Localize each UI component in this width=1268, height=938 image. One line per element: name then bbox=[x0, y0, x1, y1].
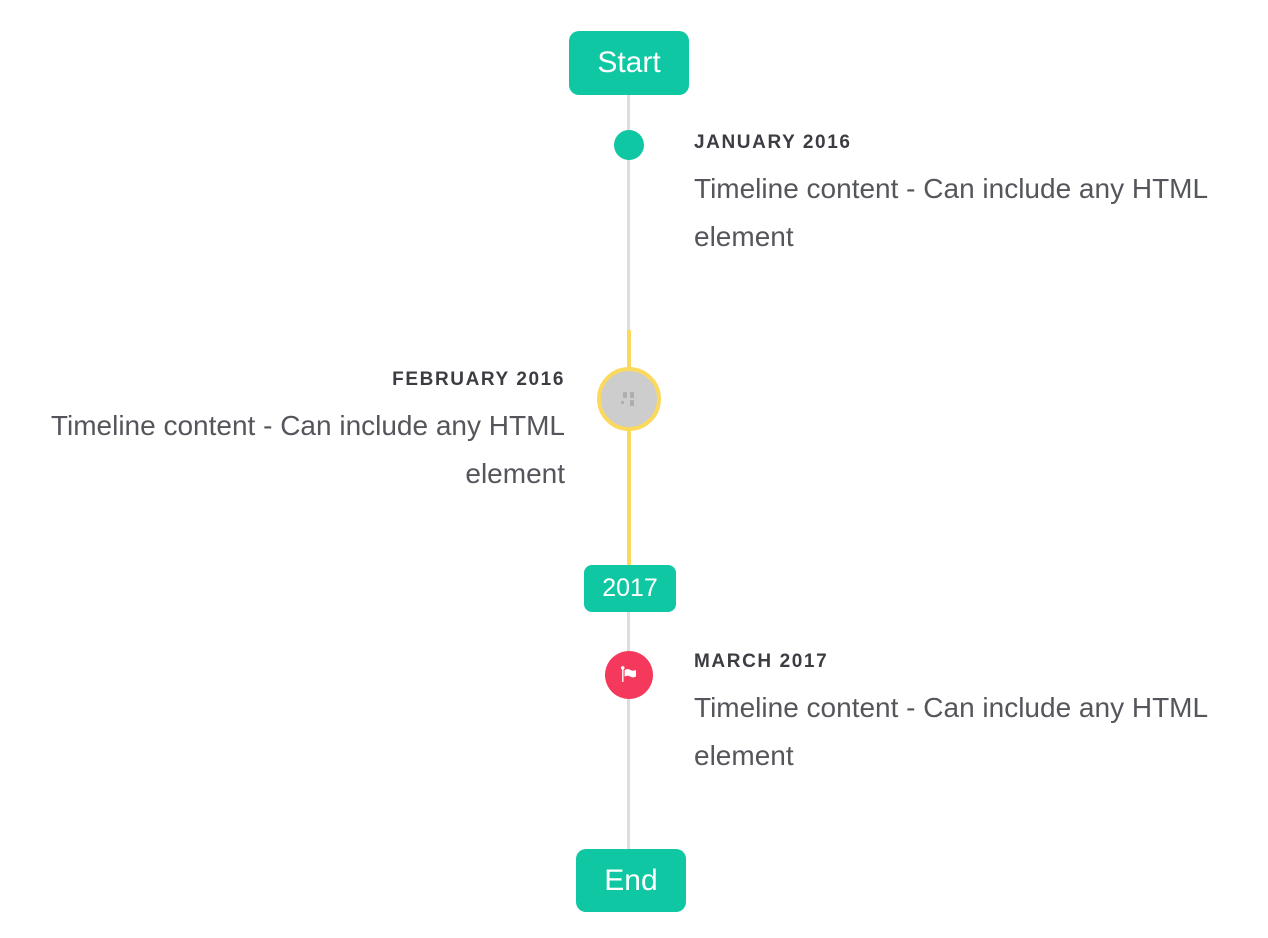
start-badge-label: Start bbox=[597, 46, 661, 79]
flag-icon bbox=[618, 664, 640, 686]
broken-image-icon bbox=[618, 390, 640, 408]
start-badge: Start bbox=[569, 31, 689, 95]
dot-marker bbox=[614, 130, 644, 160]
entry-content: Timeline content - Can include any HTML … bbox=[50, 410, 565, 489]
end-badge: End bbox=[576, 849, 686, 912]
year-divider-label: 2017 bbox=[602, 574, 658, 602]
flag-marker bbox=[605, 651, 653, 699]
timeline-highlight-segment bbox=[627, 330, 631, 565]
entry-date: JANUARY 2016 bbox=[694, 132, 852, 153]
timeline-entry-february-2016: FEBRUARY 2016 Timeline content - Can inc… bbox=[35, 368, 565, 498]
entry-content: Timeline content - Can include any HTML … bbox=[694, 692, 1208, 771]
timeline-entry-january-2016: JANUARY 2016 Timeline content - Can incl… bbox=[694, 131, 1224, 261]
year-divider-badge: 2017 bbox=[584, 565, 676, 612]
entry-content: Timeline content - Can include any HTML … bbox=[694, 173, 1208, 252]
entry-date: MARCH 2017 bbox=[694, 651, 829, 672]
end-badge-label: End bbox=[604, 863, 658, 897]
entry-date: FEBRUARY 2016 bbox=[392, 369, 565, 390]
timeline-entry-march-2017: MARCH 2017 Timeline content - Can includ… bbox=[694, 650, 1224, 780]
image-circle-marker bbox=[597, 367, 661, 431]
